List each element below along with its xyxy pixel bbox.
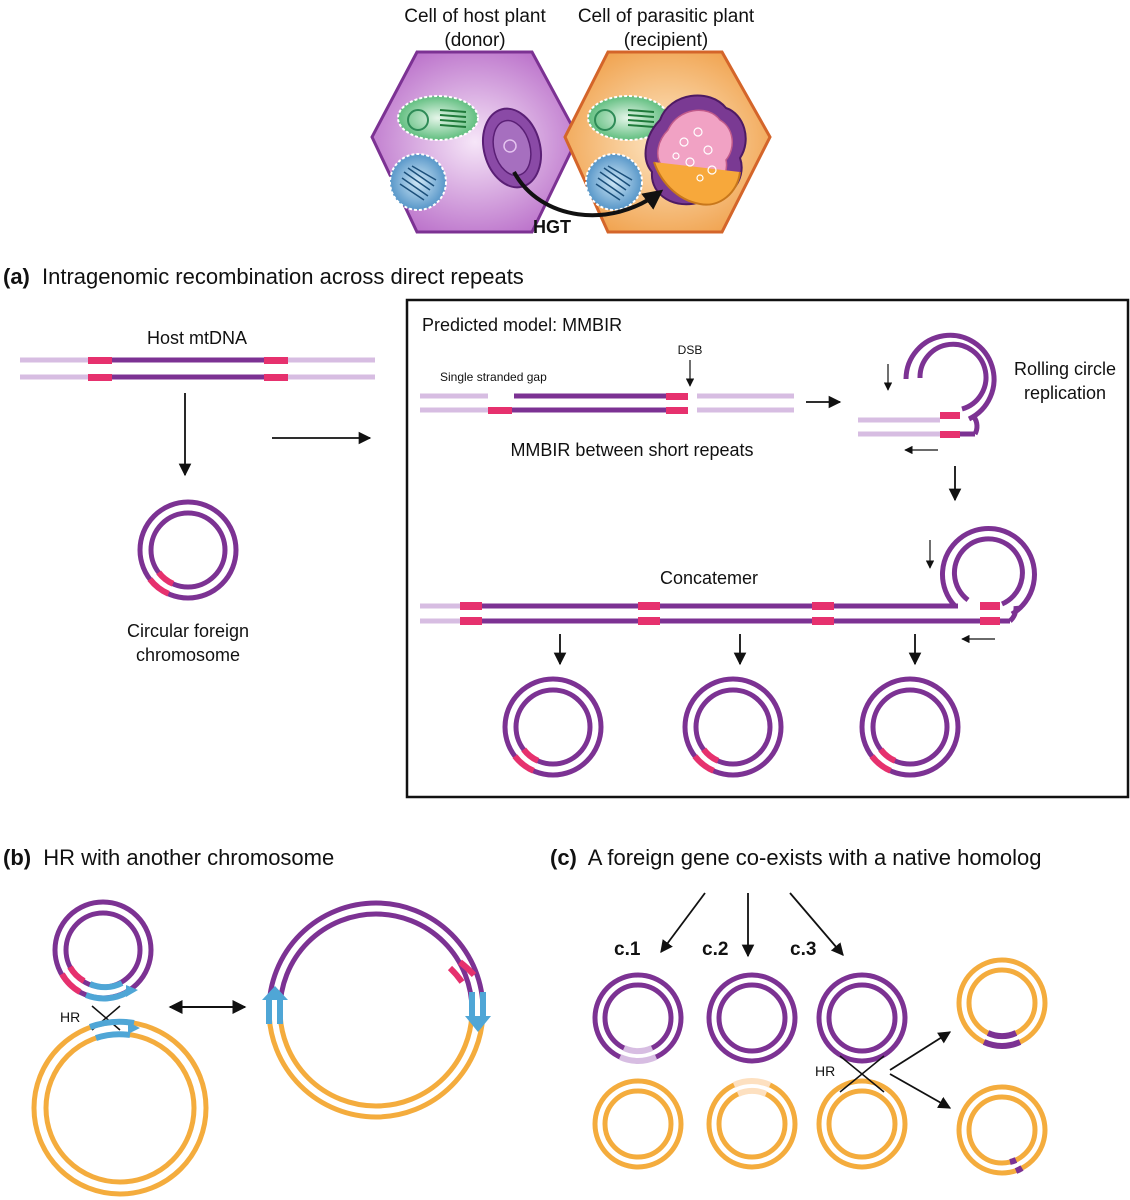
panel-a-letter: (a): [3, 264, 30, 289]
nucleus-icon: [585, 153, 643, 211]
result-arrow: [889, 1073, 952, 1109]
mmbir-strands: [420, 393, 794, 414]
c2-native-circle: [706, 1078, 798, 1170]
host-mtdna-label: Host mtDNA: [147, 328, 247, 348]
rolling-label-2: replication: [1024, 383, 1106, 403]
c2-foreign-circle: [706, 972, 798, 1064]
rolling-label-1: Rolling circle: [1014, 359, 1116, 379]
c3-result-circle-1: [956, 957, 1048, 1049]
crossover-icon: [839, 1055, 885, 1093]
dsb-label: DSB: [678, 343, 703, 357]
recipient-label-1: Cell of parasitic plant: [578, 6, 755, 27]
panel-b-letter: (b): [3, 845, 31, 870]
recipient-cell: [563, 50, 772, 234]
panel-a-title: Intragenomic recombination across direct…: [42, 264, 524, 289]
panel-c-letter: (c): [550, 845, 577, 870]
chloroplast-icon: [397, 95, 479, 141]
mmbir-model-box: [405, 298, 1130, 799]
concatemer: [420, 526, 1037, 625]
product-circle-1: [502, 676, 604, 778]
circular-label-1: Circular foreign: [127, 621, 249, 641]
circular-label-2: chromosome: [136, 645, 240, 665]
integrated-circle: [262, 900, 491, 1120]
hgt-label: HGT: [533, 217, 571, 237]
mitochondrion-icon: [482, 107, 542, 189]
mmbir-box-title: Predicted model: MMBIR: [422, 315, 622, 335]
circular-foreign-chromosome: [137, 499, 239, 601]
host-mtdna-strands: [20, 357, 375, 381]
c3-result-circle-2: [956, 1084, 1048, 1176]
product-circle-2: [682, 676, 784, 778]
c3-foreign-circle: [816, 972, 908, 1064]
c1-native-circle: [592, 1078, 684, 1170]
branch-arrow: [789, 892, 844, 956]
mmbir-between-label: MMBIR between short repeats: [510, 440, 753, 460]
hr-label: HR: [60, 1009, 80, 1025]
result-arrow: [889, 1031, 952, 1071]
hgt-arrow: [512, 171, 664, 218]
concatemer-label: Concatemer: [660, 568, 758, 588]
recipient-label-2: (recipient): [624, 30, 708, 51]
c1-foreign-circle: [592, 972, 684, 1064]
panel-c-title: A foreign gene co-exists with a native h…: [588, 845, 1042, 870]
donor-label-2: (donor): [444, 30, 505, 51]
c3-label: c.3: [790, 939, 816, 960]
c2-label: c.2: [702, 939, 728, 960]
fused-mitochondrion-icon: [644, 94, 747, 206]
branch-arrow: [660, 892, 706, 954]
panel-c-heading: (c) A foreign gene co-exists with a nati…: [550, 845, 1042, 870]
panel-a-heading: (a) Intragenomic recombination across di…: [3, 264, 524, 289]
foreign-small-circle: [52, 899, 154, 1002]
panel-b-title: HR with another chromosome: [43, 845, 334, 870]
c3-native-circle: [816, 1078, 908, 1170]
c1-label: c.1: [614, 939, 641, 960]
rolling-circle: [858, 332, 997, 438]
c3-hr-label: HR: [815, 1063, 835, 1079]
host-large-circle: [31, 1018, 209, 1197]
donor-cell: [370, 50, 580, 234]
product-circle-3: [859, 676, 961, 778]
single-stranded-gap-label: Single stranded gap: [440, 370, 547, 384]
panel-b-heading: (b) HR with another chromosome: [3, 845, 334, 870]
nucleus-icon: [389, 153, 447, 211]
donor-label-1: Cell of host plant: [404, 6, 546, 27]
